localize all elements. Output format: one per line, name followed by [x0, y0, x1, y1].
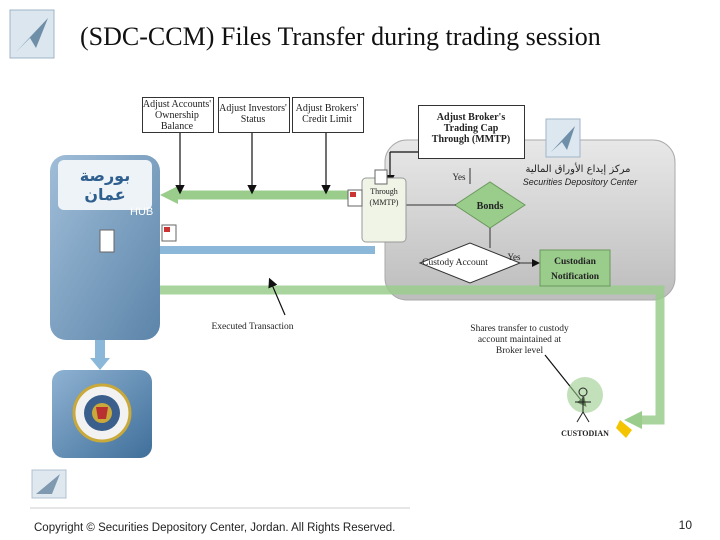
- page-number: 10: [678, 518, 692, 532]
- adjust-trading-cap-label: Adjust Broker's Trading Cap Through (MMT…: [431, 112, 511, 145]
- sdc-english-name: Securities Depository Center: [522, 177, 638, 187]
- sdc-arabic-name: مركز إيداع الأوراق المالية: [525, 164, 631, 175]
- custodian-label: CUSTODIAN: [561, 429, 609, 438]
- adjust-trading-cap-box: [418, 105, 525, 159]
- adjust-investors-label: Adjust Investors' Status: [219, 103, 287, 125]
- yes-right-label: Yes: [507, 252, 521, 262]
- ase-arabic-name: بورصة عمان: [79, 166, 131, 204]
- executed-transaction-label: Executed Transaction: [211, 322, 294, 332]
- sdc-logo-icon: [9, 9, 55, 59]
- custodian-notification-label-1: Custodian: [554, 257, 596, 267]
- jsc-emblem-icon: [72, 383, 132, 443]
- page-title: (SDC-CCM) Files Transfer during trading …: [80, 22, 601, 51]
- ase-logo: بورصة عمان: [58, 160, 152, 210]
- adjust-investors-box: [218, 97, 290, 133]
- copyright-text: Copyright © Securities Depository Center…: [34, 522, 396, 534]
- adjust-brokers-label: Adjust Brokers' Credit Limit: [295, 103, 359, 125]
- custodian-notification-label-2: Notification: [550, 272, 600, 282]
- through-mmtp-label: Through (MMTP): [369, 187, 399, 207]
- decision-diamond: [454, 181, 526, 229]
- bonds-label: Bonds: [476, 201, 504, 212]
- shares-transfer-label: Shares transfer to custody account maint…: [470, 324, 569, 356]
- custodian-notification-box: [539, 249, 611, 287]
- hub-label: HUB: [130, 206, 154, 218]
- adjust-accounts-box: [142, 97, 214, 133]
- yes-top-label: Yes: [452, 172, 466, 182]
- green-arrow-bottom: [160, 285, 665, 425]
- adjust-brokers-box: [292, 97, 364, 133]
- sdc-panel-logo-icon: [545, 118, 581, 158]
- custody-account-label: Custody Account: [422, 258, 488, 268]
- adjust-accounts-label: Adjust Accounts' Ownership Balance: [142, 99, 212, 132]
